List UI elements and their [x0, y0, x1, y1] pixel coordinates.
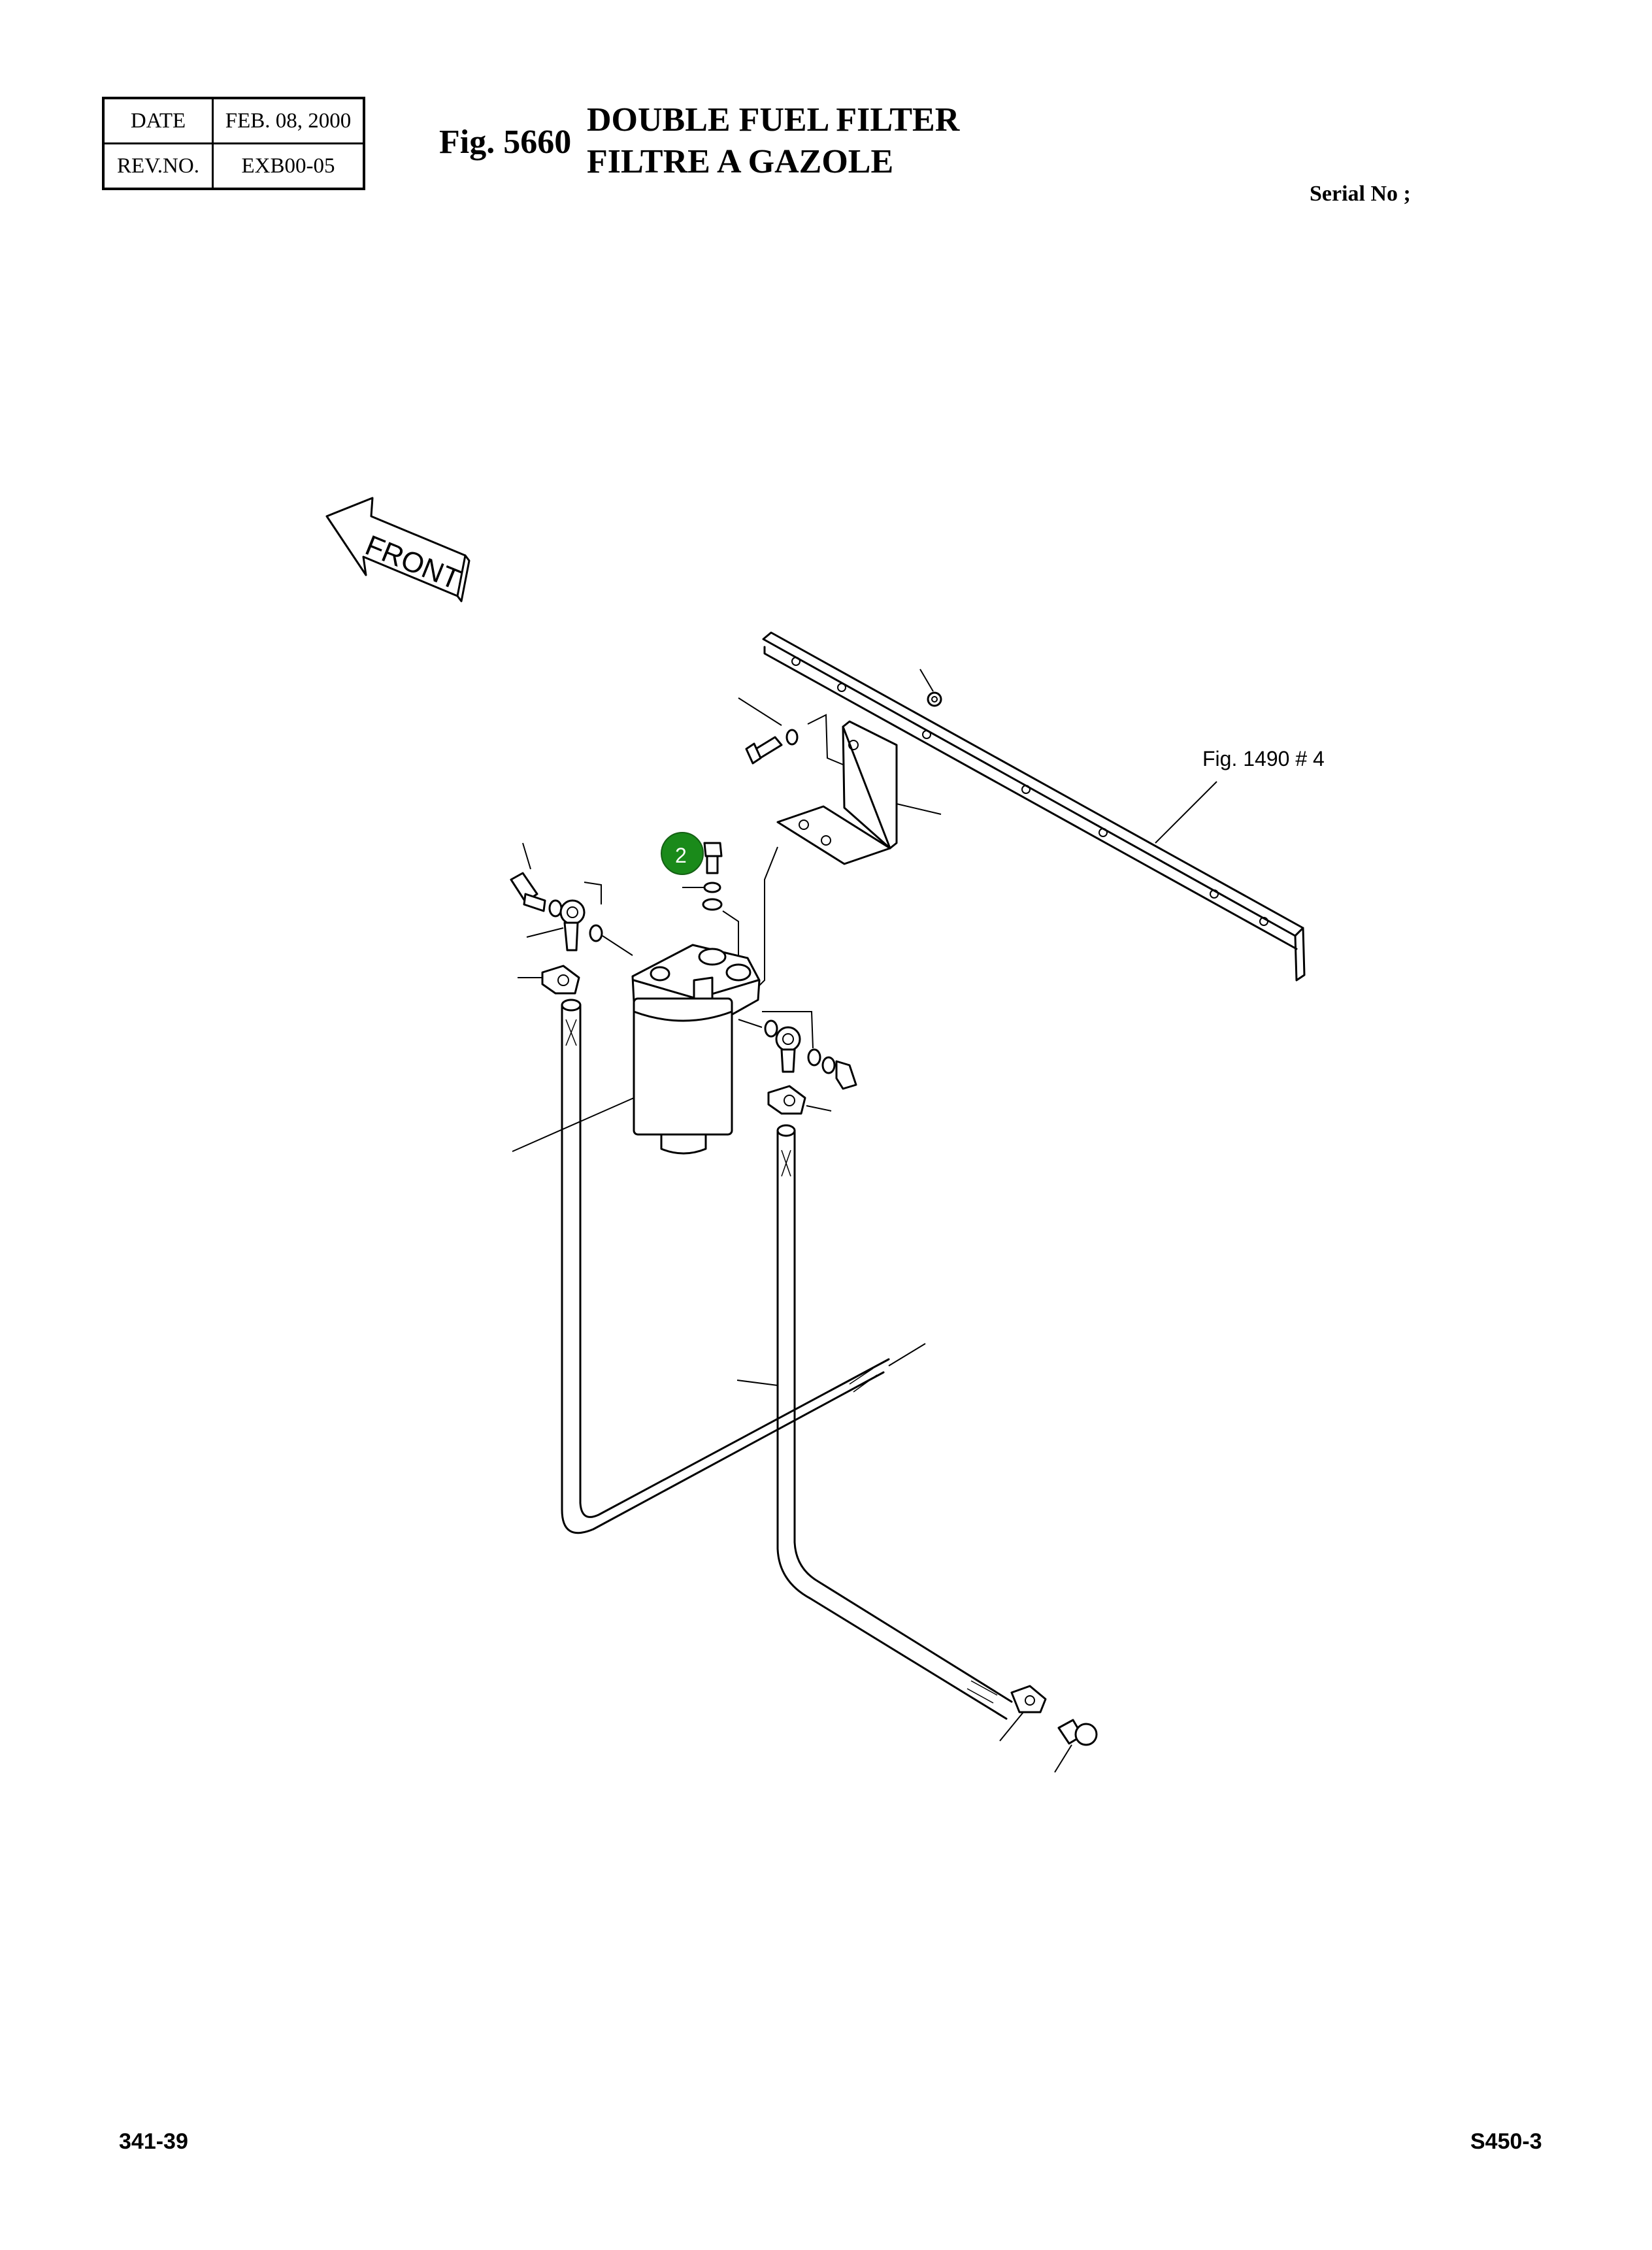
- left-fittings: [510, 842, 633, 995]
- right-fittings: [738, 1011, 857, 1115]
- reference-label: Fig. 1490 # 4: [1202, 747, 1325, 770]
- figure-number: Fig. 5660: [439, 124, 572, 161]
- rev-label: REV.NO.: [102, 142, 214, 190]
- title-french: FILTRE A GAZOLE: [587, 143, 894, 180]
- title-english: DOUBLE FUEL FILTER: [587, 101, 960, 139]
- filter-assembly: [512, 944, 761, 1155]
- page-code: 341-39: [119, 2129, 188, 2154]
- lower-fittings: [999, 1685, 1098, 1773]
- date-label: DATE: [102, 97, 214, 144]
- rev-value: EXB00-05: [212, 142, 365, 190]
- right-hose: [776, 1124, 1013, 1720]
- figure-title: DOUBLE FUEL FILTER FILTRE A GAZOLE: [587, 99, 959, 183]
- callout-2-number: 2: [675, 844, 687, 867]
- front-arrow: FRONT: [325, 497, 471, 603]
- left-hose: [561, 999, 926, 1534]
- frame-rail: [762, 631, 1306, 982]
- bracket-bolt: [738, 697, 844, 765]
- model-code: S450-3: [1470, 2129, 1542, 2154]
- info-table: DATE FEB. 08, 2000 REV.NO. EXB00-05: [102, 97, 365, 190]
- l-bracket: [776, 720, 942, 865]
- serial-number-label: Serial No ;: [1310, 182, 1411, 206]
- rail-nut: [919, 669, 942, 707]
- callout-2: 2: [661, 832, 704, 875]
- date-value: FEB. 08, 2000: [212, 97, 365, 144]
